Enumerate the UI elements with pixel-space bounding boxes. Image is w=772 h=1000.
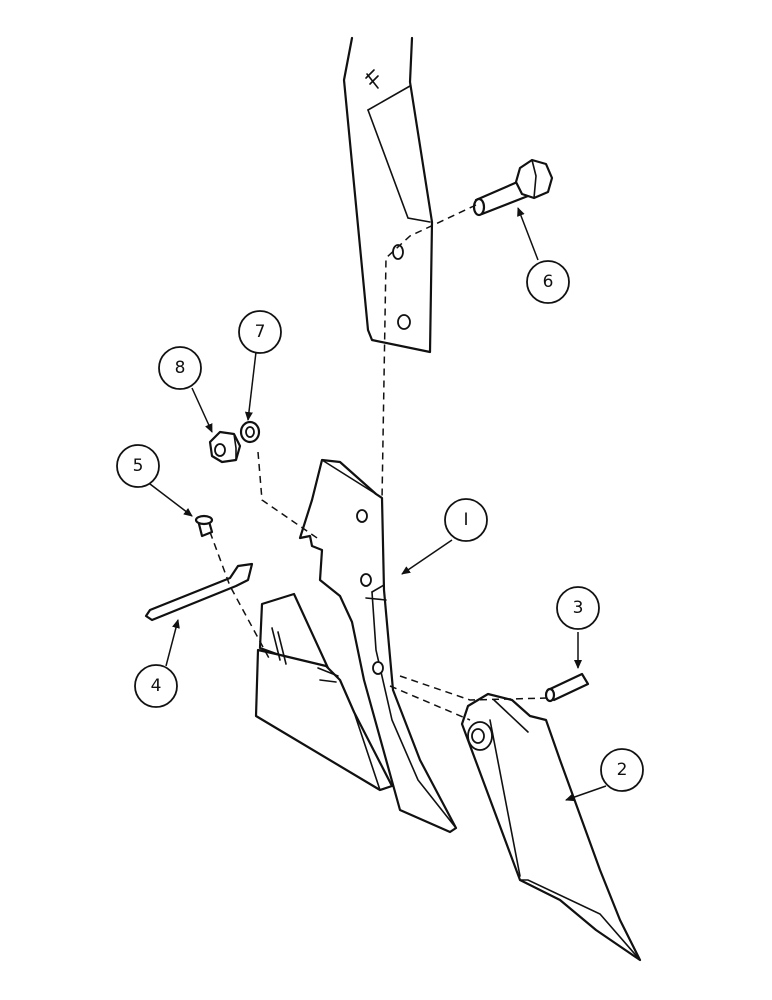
bolt-part xyxy=(472,158,554,217)
shin-guard-part xyxy=(254,592,394,792)
small-bolt-part xyxy=(194,514,214,538)
callout-3-label: 3 xyxy=(573,598,584,618)
callout-2-label: 2 xyxy=(617,760,628,780)
callout-2: 2 xyxy=(600,748,644,792)
callout-8: 8 xyxy=(158,346,202,390)
callout-6-label: 6 xyxy=(543,272,554,292)
point-part xyxy=(460,692,642,962)
main-point-part xyxy=(298,458,458,834)
callout-6: 6 xyxy=(526,260,570,304)
callout-5-label: 5 xyxy=(133,456,144,476)
leader-lines xyxy=(149,207,607,802)
callout-7: 7 xyxy=(238,310,282,354)
callout-1-label: I xyxy=(463,510,468,530)
callout-7-label: 7 xyxy=(255,322,266,342)
callout-4: 4 xyxy=(134,664,178,708)
knife-part xyxy=(144,562,254,622)
nut-part xyxy=(208,430,242,464)
callout-1: I xyxy=(444,498,488,542)
washer-part xyxy=(239,420,261,444)
callout-3: 3 xyxy=(556,586,600,630)
callout-8-label: 8 xyxy=(175,358,186,378)
shank-part xyxy=(342,36,434,354)
callout-4-label: 4 xyxy=(151,676,162,696)
pin-part xyxy=(544,672,590,703)
callout-5: 5 xyxy=(116,444,160,488)
assembly-lines xyxy=(209,204,549,721)
